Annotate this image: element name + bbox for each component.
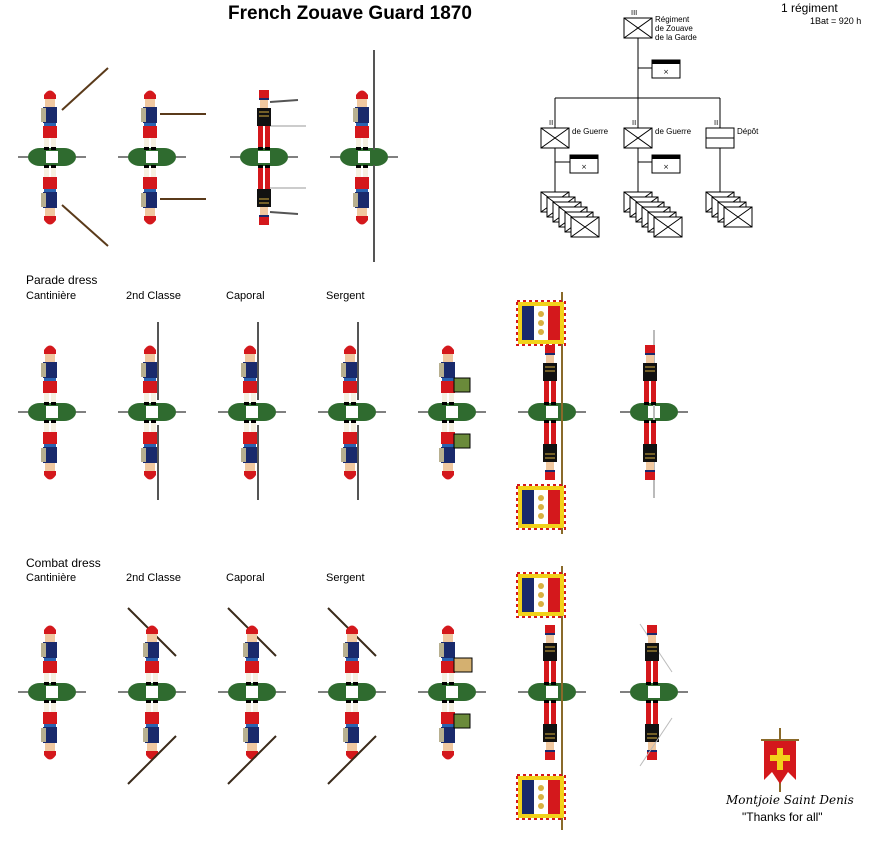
top-figure-2 [117,90,206,225]
top-figure-4 [329,50,399,262]
regiment-label-3: de la Garde [655,33,697,42]
parade-rank-sergent: Sergent [326,290,365,302]
depot-label: Dépôt [737,127,759,136]
org-chart: III II II II [540,9,753,237]
parade-dress-title: Parade dress [26,273,98,287]
parade-rank-cantiniere: Cantinière [26,290,77,302]
regiment-label-1: Régiment [655,15,690,24]
top-figure-1 [17,67,109,247]
combat-rank-caporal: Caporal [226,572,265,584]
battalion-label-mid: de Guerre [655,127,692,136]
combat-figures [17,566,689,830]
svg-text:III: III [631,9,637,17]
regiment-label-2: de Zouave [655,24,693,33]
parade-figures [17,292,689,534]
battalion-label-left: de Guerre [572,127,609,136]
top-figure-3 [229,89,306,226]
svg-text:II: II [549,119,553,127]
motto-text: Montjoie Saint Denis [726,793,854,807]
battalion-size: 1Bat = 920 h [810,16,862,26]
regiment-count: 1 régiment [781,1,838,15]
combat-dress-title: Combat dress [26,556,101,570]
thanks-text: "Thanks for all" [742,810,823,824]
oriflamme-banner-icon [761,728,799,792]
combat-rank-sergent: Sergent [326,572,365,584]
parade-rank-2nd-classe: 2nd Classe [126,290,182,302]
combat-rank-2nd-classe: 2nd Classe [126,572,182,584]
combat-rank-cantiniere: Cantinière [26,572,77,584]
parade-rank-caporal: Caporal [226,290,265,302]
page-title: French Zouave Guard 1870 [228,3,472,24]
svg-text:II: II [714,119,718,127]
svg-text:II: II [632,119,636,127]
